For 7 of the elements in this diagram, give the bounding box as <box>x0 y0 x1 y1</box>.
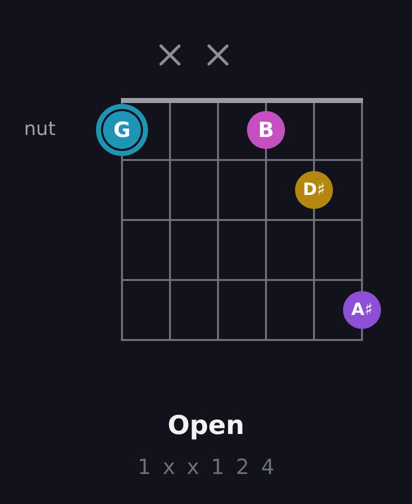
ringed-note-dot: G <box>96 104 148 156</box>
nut-label: nut <box>24 118 56 141</box>
note-dot: B <box>247 111 285 149</box>
note-dot: D♯ <box>295 171 333 209</box>
fingering-text: 1 x x 1 2 4 <box>136 455 277 480</box>
chord-title: Open <box>168 411 244 442</box>
note-dot: A♯ <box>343 291 381 329</box>
